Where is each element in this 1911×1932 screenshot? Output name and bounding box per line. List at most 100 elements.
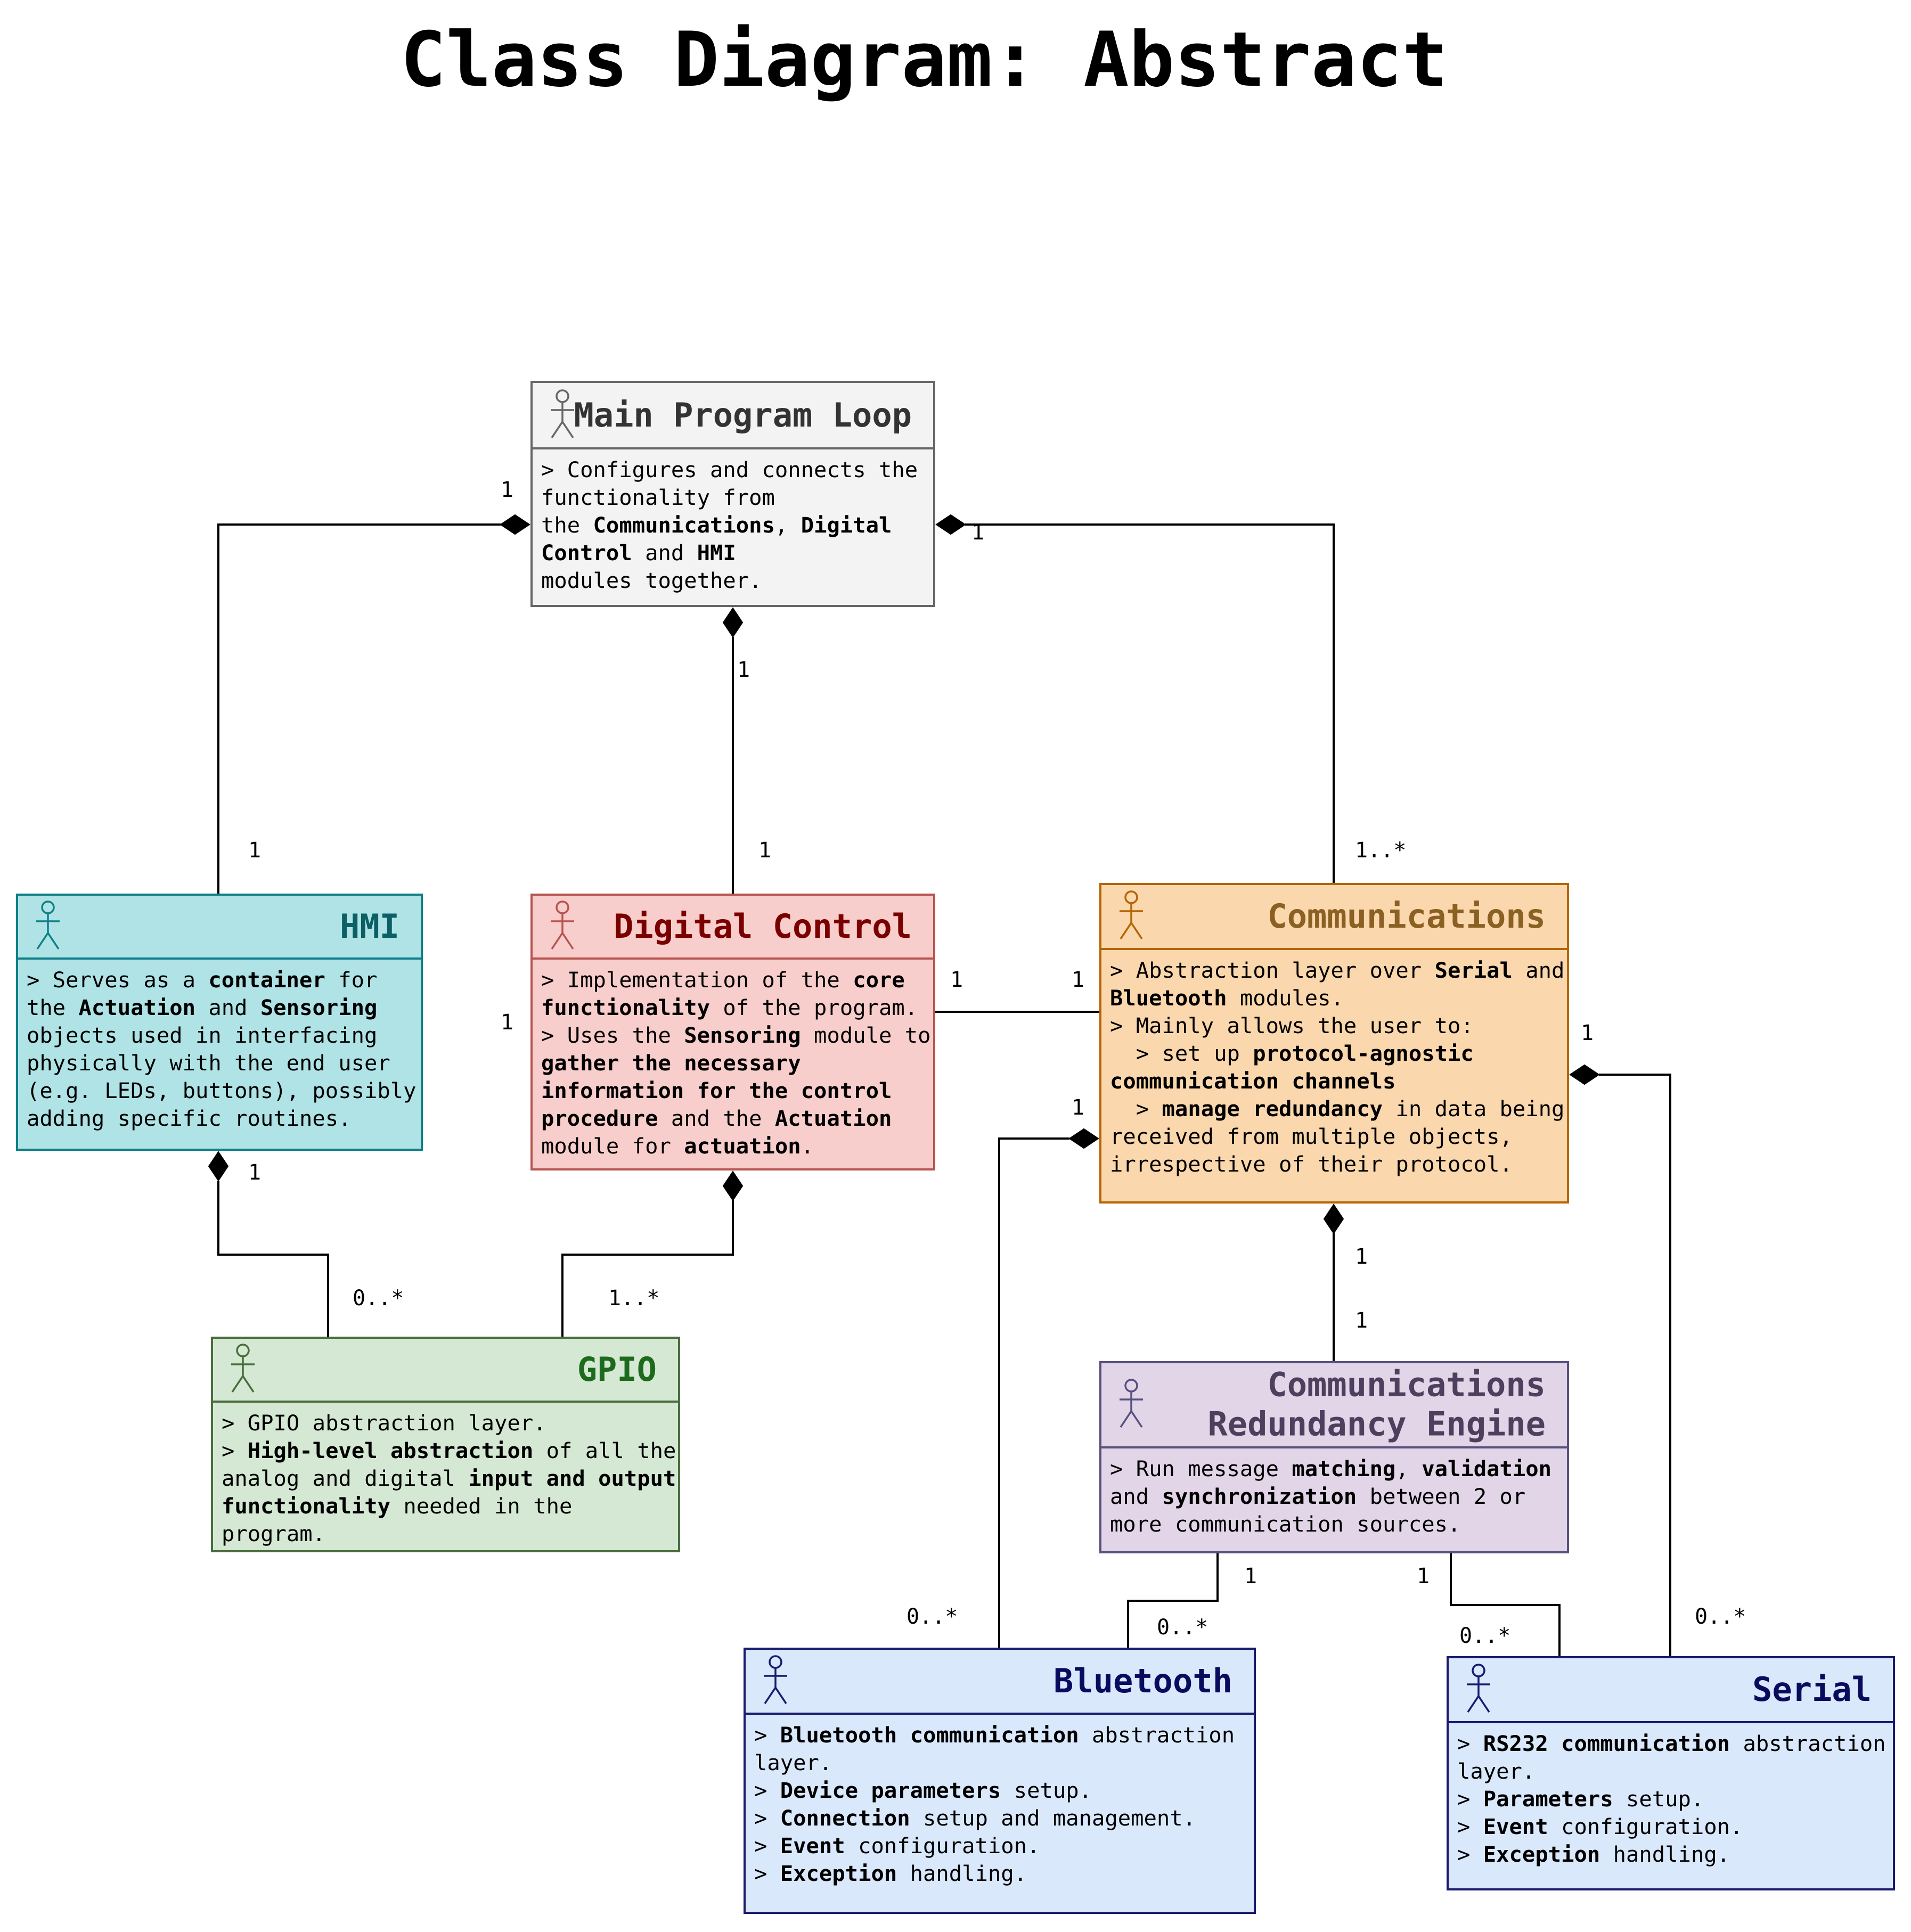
description-line: objects used in interfacing: [27, 1021, 413, 1049]
text: configuration.: [845, 1833, 1040, 1859]
class-name: Communications: [1267, 897, 1546, 936]
bold-text: Actuation: [78, 995, 195, 1020]
bold-text: Connection: [780, 1805, 910, 1831]
bold-text: functionality: [541, 995, 710, 1020]
class-name: Serial: [1752, 1670, 1872, 1709]
description-line: gather the necessary: [541, 1049, 926, 1077]
connector-hmi-main: [217, 523, 501, 894]
class-name: Main Program Loop: [574, 395, 912, 435]
bold-text: core: [853, 967, 905, 993]
class-communications[interactable]: Communications > Abstraction layer over …: [1099, 883, 1569, 1204]
bold-text: Bluetooth communication: [780, 1722, 1079, 1748]
text: module for: [541, 1133, 684, 1159]
description-line: communication channels: [1110, 1067, 1559, 1095]
text: > Abstraction layer over: [1110, 957, 1435, 983]
text: of the program.: [709, 995, 918, 1020]
description-line: > set up protocol-agnostic: [1110, 1039, 1559, 1067]
composition-diamond: [208, 1151, 229, 1182]
bold-text: container: [208, 967, 325, 993]
description-line: layer.: [754, 1749, 1246, 1777]
class-digital-control[interactable]: Digital Control > Implementation of the …: [530, 894, 935, 1170]
class-name-line: HMI: [340, 906, 399, 946]
description-line: > Exception handling.: [1457, 1840, 1885, 1868]
bold-text: Digital: [801, 512, 892, 538]
description-line: > High-level abstraction of all the: [222, 1437, 676, 1464]
text: > Implementation of the: [541, 967, 853, 993]
text: in data being: [1383, 1096, 1565, 1121]
multiplicity-label: 1: [1244, 1564, 1257, 1589]
text: handling.: [897, 1861, 1027, 1886]
bold-text: procedure: [541, 1106, 658, 1131]
text: functionality from: [541, 485, 775, 510]
composition-diamond: [722, 607, 744, 638]
description-line: modules together.: [541, 567, 926, 594]
actor-icon: [1116, 890, 1146, 943]
multiplicity-label: 1..*: [1355, 838, 1407, 863]
class-name: HMI: [340, 907, 399, 946]
description-line: > Uses the Sensoring module to: [541, 1021, 931, 1049]
diagram-title: Class Diagram: Abstract: [400, 16, 1448, 104]
text: adding specific routines.: [27, 1106, 352, 1131]
class-serial[interactable]: Serial > RS232 communication abstraction…: [1447, 1656, 1895, 1890]
description-line: adding specific routines.: [27, 1104, 413, 1132]
class-main-program-loop[interactable]: Main Program Loop > Configures and conne…: [530, 381, 935, 607]
text: and: [632, 540, 697, 566]
actor-icon: [548, 900, 577, 953]
description-line: > Run message matching, validation: [1110, 1455, 1559, 1483]
description-line: functionality of the program.: [541, 994, 926, 1021]
class-name-line: Digital Control: [614, 906, 912, 946]
text: needed in the: [390, 1493, 573, 1519]
bold-text: synchronization: [1162, 1484, 1357, 1509]
connector-gpio-hmi: [217, 1181, 329, 1337]
text: objects used in interfacing: [27, 1022, 378, 1048]
connector-serial-comms: [1599, 1074, 1671, 1656]
bold-text: communication channels: [1110, 1068, 1396, 1094]
bold-text: functionality: [222, 1493, 390, 1519]
bold-text: Sensoring: [260, 995, 378, 1020]
text: > Run message: [1110, 1456, 1292, 1481]
description-line: > Device parameters setup.: [754, 1777, 1246, 1804]
connector-bluetooth-redundancy: [1127, 1553, 1219, 1648]
description-line: > Configures and connects the: [541, 456, 926, 484]
text: > Mainly allows the user to:: [1110, 1013, 1474, 1038]
text: >: [754, 1722, 780, 1748]
class-name: Bluetooth: [1054, 1661, 1232, 1701]
description-line: program.: [222, 1520, 671, 1548]
text: >: [1110, 1096, 1162, 1121]
description-line: > Bluetooth communication abstraction: [754, 1721, 1246, 1749]
bold-text: matching: [1292, 1456, 1396, 1481]
bold-text: Sensoring: [684, 1022, 801, 1048]
class-bluetooth[interactable]: Bluetooth > Bluetooth communication abst…: [744, 1648, 1256, 1914]
text: > GPIO abstraction layer.: [222, 1410, 546, 1436]
multiplicity-label: 1: [501, 1010, 514, 1035]
text: setup.: [1613, 1786, 1704, 1812]
description-line: the Communications, Digital: [541, 511, 926, 539]
bold-text: manage redundancy: [1162, 1096, 1383, 1121]
bold-text: Communications: [593, 512, 775, 538]
text: .: [801, 1133, 814, 1159]
description-line: > RS232 communication abstraction: [1457, 1730, 1886, 1757]
actor-icon: [548, 389, 577, 442]
text: irrespective of their protocol.: [1110, 1151, 1513, 1177]
description-line: > Connection setup and management.: [754, 1804, 1246, 1832]
class-name-line: Communications: [1267, 1365, 1546, 1404]
text: ,: [1395, 1456, 1422, 1481]
composition-diamond: [500, 514, 530, 535]
text: between 2 or: [1357, 1484, 1526, 1509]
multiplicity-label: 1: [501, 478, 514, 502]
description-line: > Implementation of the core: [541, 966, 926, 994]
text: (e.g. LEDs, buttons), possibly: [27, 1078, 416, 1103]
composition-diamond: [1569, 1064, 1600, 1085]
bold-text: Serial: [1434, 957, 1513, 983]
class-gpio[interactable]: GPIO > GPIO abstraction layer.> High-lev…: [211, 1337, 680, 1552]
description-line: module for actuation.: [541, 1132, 926, 1160]
text: setup and management.: [910, 1805, 1196, 1831]
description-line: information for the control: [541, 1077, 926, 1104]
class-name-line: GPIO: [577, 1349, 657, 1389]
text: program.: [222, 1521, 326, 1546]
description-line: > Event configuration.: [754, 1832, 1246, 1860]
